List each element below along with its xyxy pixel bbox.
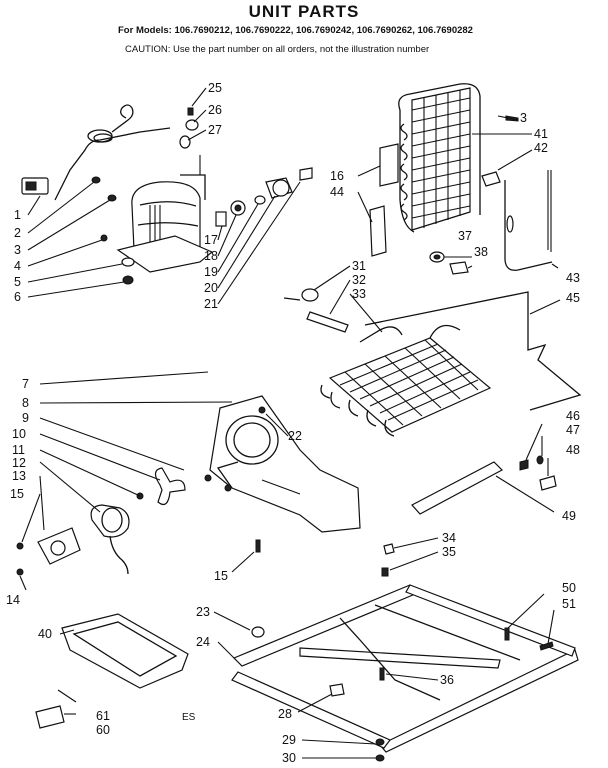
callout-45: 45 bbox=[566, 291, 580, 305]
callout-7: 7 bbox=[22, 377, 29, 391]
callout-24: 24 bbox=[196, 635, 210, 649]
callout-1: 1 bbox=[14, 208, 21, 222]
callout-61: 61 bbox=[96, 709, 110, 723]
fan-shroud-group bbox=[16, 395, 361, 576]
callout-27: 27 bbox=[208, 123, 222, 137]
callout-17: 17 bbox=[204, 233, 218, 247]
callout-13: 13 bbox=[12, 469, 26, 483]
callout-3: 3 bbox=[14, 243, 21, 257]
leader-lines bbox=[19, 87, 561, 759]
callout-60: 60 bbox=[96, 723, 110, 737]
callout-11: 11 bbox=[12, 443, 25, 457]
callout-25: 25 bbox=[208, 81, 222, 95]
callout-5: 5 bbox=[14, 275, 21, 289]
callout-44: 44 bbox=[330, 185, 344, 199]
callout-18: 18 bbox=[204, 249, 218, 263]
callout-42: 42 bbox=[534, 141, 548, 155]
callout-50: 50 bbox=[562, 581, 576, 595]
callout-23: 23 bbox=[196, 605, 210, 619]
callout-29: 29 bbox=[282, 733, 296, 747]
callout-12: 12 bbox=[12, 456, 26, 470]
callout-46: 46 bbox=[566, 409, 580, 423]
callout-28: 28 bbox=[278, 707, 292, 721]
callout-30: 30 bbox=[282, 751, 296, 765]
callout-43: 43 bbox=[566, 271, 580, 285]
callout-2: 2 bbox=[14, 226, 21, 240]
callout-15a: 15 bbox=[10, 487, 24, 501]
models-line: For Models: 106.7690212, 106.7690222, 10… bbox=[118, 25, 473, 36]
callout-38: 38 bbox=[474, 245, 488, 259]
callout-8: 8 bbox=[22, 396, 29, 410]
callout-labels: 1 2 3 4 5 6 7 8 9 10 11 12 13 14 15 15 1… bbox=[6, 81, 580, 765]
callout-51: 51 bbox=[562, 597, 576, 611]
callout-36: 36 bbox=[440, 673, 454, 687]
callout-33: 33 bbox=[352, 287, 366, 301]
callout-31: 31 bbox=[352, 259, 366, 273]
callout-34: 34 bbox=[442, 531, 456, 545]
page-title: UNIT PARTS bbox=[248, 2, 360, 21]
callout-32: 32 bbox=[352, 273, 366, 287]
base-frame-group bbox=[35, 455, 579, 762]
evaporator-group bbox=[283, 288, 582, 437]
caution-line: CAUTION: Use the part number on all orde… bbox=[125, 44, 430, 55]
callout-40: 40 bbox=[38, 627, 52, 641]
callout-3b: 3 bbox=[520, 111, 527, 125]
callout-6: 6 bbox=[14, 290, 21, 304]
callout-9: 9 bbox=[22, 411, 29, 425]
callout-41: 41 bbox=[534, 127, 548, 141]
compressor-group bbox=[21, 104, 313, 285]
callout-14: 14 bbox=[6, 593, 20, 607]
callout-16: 16 bbox=[330, 169, 344, 183]
callout-49: 49 bbox=[562, 509, 576, 523]
corner-mark: ES bbox=[182, 712, 196, 723]
callout-37: 37 bbox=[458, 229, 472, 243]
callout-22: 22 bbox=[288, 429, 302, 443]
callout-48: 48 bbox=[566, 443, 580, 457]
callout-21: 21 bbox=[204, 297, 218, 311]
callout-10: 10 bbox=[12, 427, 26, 441]
callout-26: 26 bbox=[208, 103, 222, 117]
callout-35: 35 bbox=[442, 545, 456, 559]
condenser-group bbox=[369, 83, 553, 275]
callout-15b: 15 bbox=[214, 569, 228, 583]
callout-4: 4 bbox=[14, 259, 21, 273]
callout-19: 19 bbox=[204, 265, 218, 279]
callout-47: 47 bbox=[566, 423, 580, 437]
callout-20: 20 bbox=[204, 281, 218, 295]
